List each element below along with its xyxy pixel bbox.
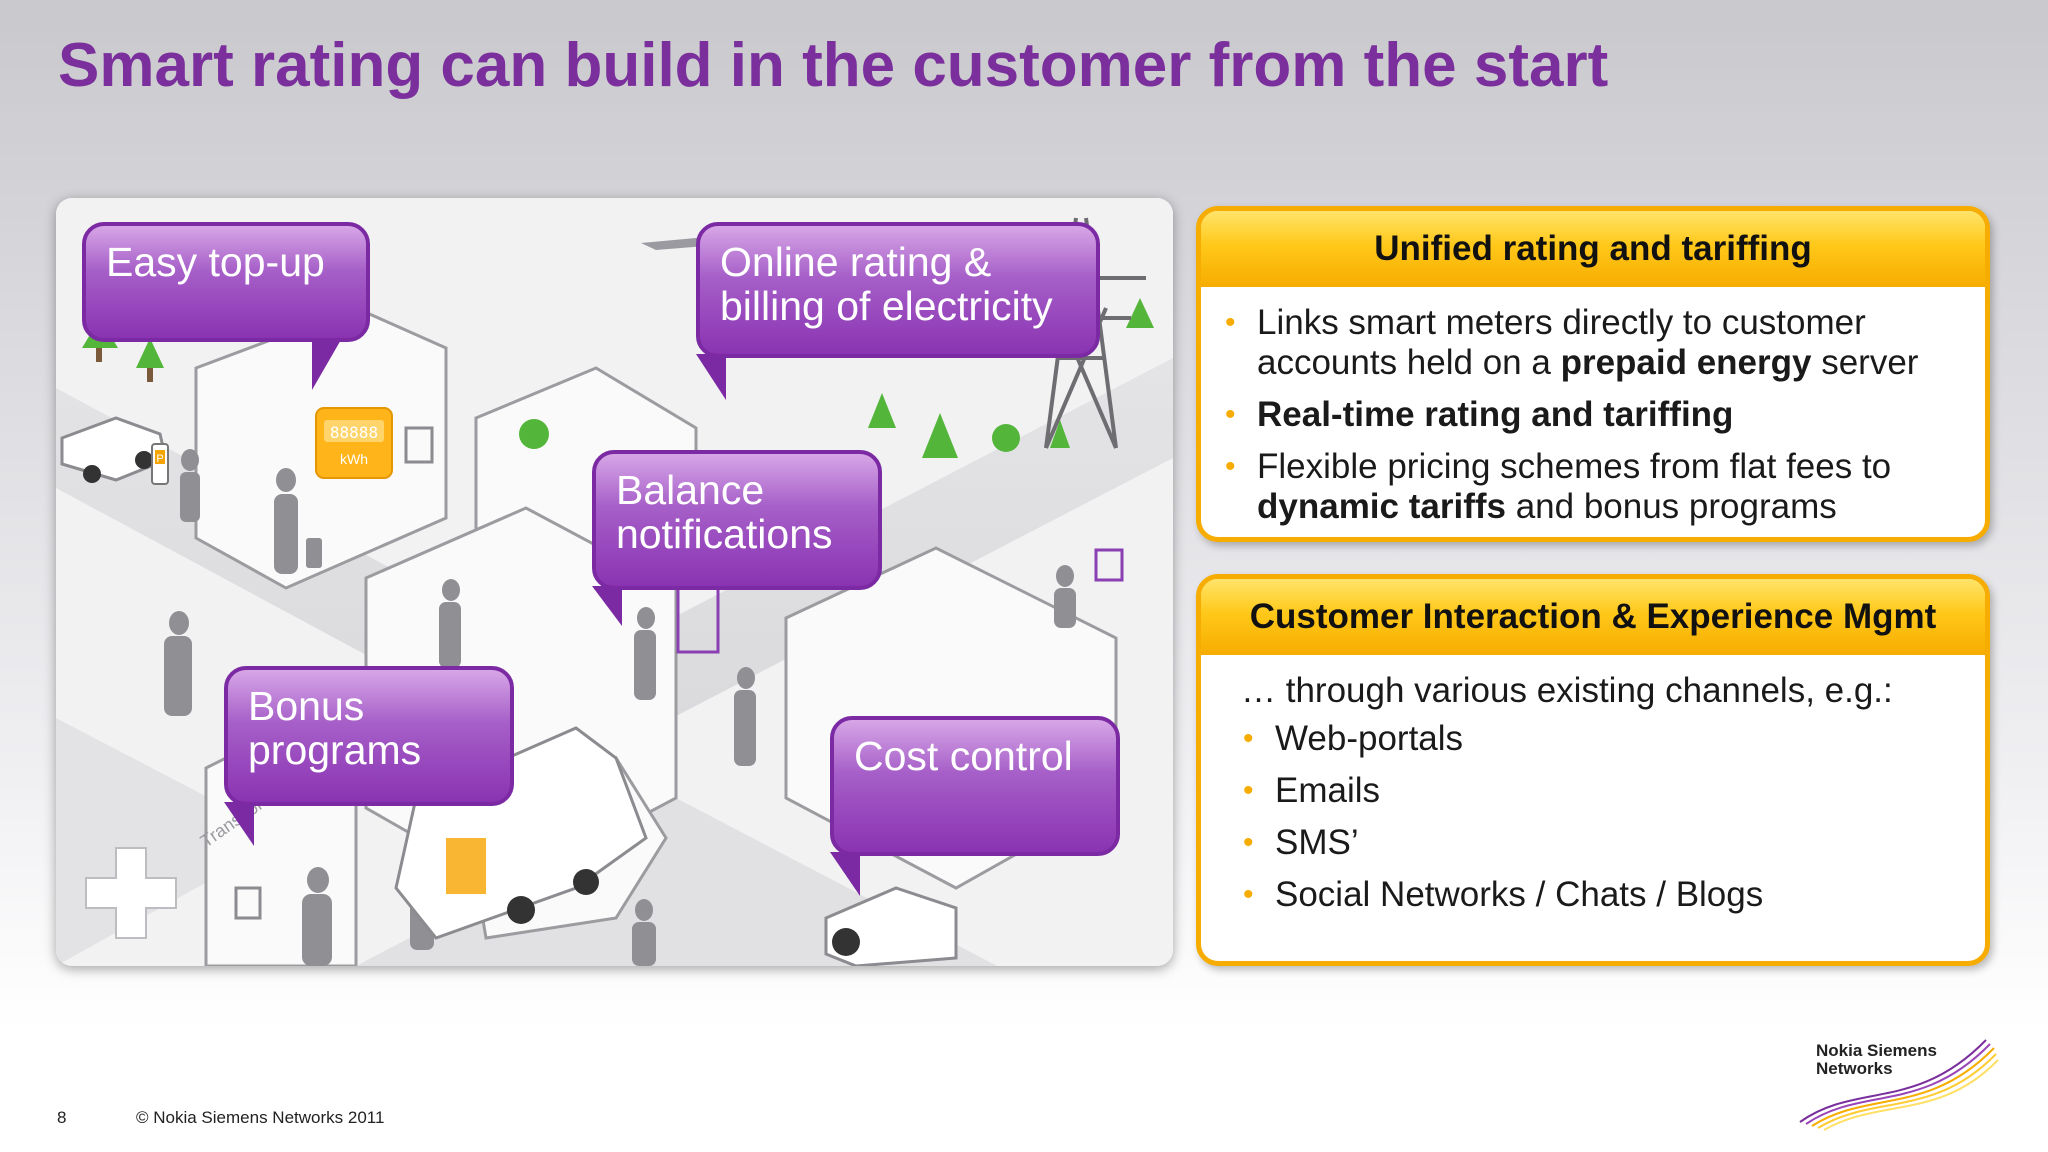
cross-sign [85,847,177,939]
smart-meter: 88888 kWh [315,407,393,479]
list-item: Real-time rating and tariffing [1221,395,1965,435]
callout-online-rating-text: Online rating & billing of electricity [720,239,1053,330]
customer-interaction-box: Customer Interaction & Experience Mgmt …… [1196,574,1990,966]
callout-cost-control-text: Cost control [854,733,1073,779]
channels-list: Web-portals Emails SMS’ Social Networks … [1201,711,1985,915]
callout-bonus-programs: Bonus programs [224,666,514,846]
svg-text:88888: 88888 [330,423,378,442]
slide-title: Smart rating can build in the customer f… [58,31,1609,100]
callout-online-rating: Online rating & billing of electricity [696,222,1100,400]
unified-rating-list: Links smart meters directly to customer … [1201,287,1985,527]
list-item: SMS’ [1221,823,1965,863]
unified-rating-box: Unified rating and tariffing Links smart… [1196,206,1990,542]
customer-interaction-header: Customer Interaction & Experience Mgmt [1201,579,1985,655]
svg-text:P: P [156,453,163,465]
logo-swoosh-icon [1799,1039,1999,1131]
page-number: 8 [57,1108,67,1127]
parking-sign: P [151,443,169,485]
callout-easy-topup: Easy top-up [82,222,370,390]
company-logo: Nokia Siemens Networks [1776,1022,2001,1132]
copyright-text: © Nokia Siemens Networks 2011 [136,1108,385,1127]
unified-rating-header: Unified rating and tariffing [1201,211,1985,287]
list-item: Flexible pricing schemes from flat fees … [1221,447,1965,527]
list-item: Emails [1221,771,1965,811]
callout-cost-control: Cost control [830,716,1120,896]
list-item: Web-portals [1221,719,1965,759]
list-item: Links smart meters directly to customer … [1221,303,1965,383]
list-item: Social Networks / Chats / Blogs [1221,875,1965,915]
callout-bonus-text: Bonus programs [248,683,422,774]
callout-balance-notifications: Balance notifications [592,450,882,626]
logo-name: Nokia Siemens Networks [1816,1041,1937,1078]
callout-balance-text: Balance notifications [616,467,833,558]
svg-text:kWh: kWh [340,451,368,467]
city-car [824,886,958,966]
channels-lead-text: … through various existing channels, e.g… [1241,671,1893,710]
callout-easy-topup-text: Easy top-up [106,239,325,285]
smart-city-illustration: P 88888 kWh Transport company Easy top-u… [56,198,1173,966]
